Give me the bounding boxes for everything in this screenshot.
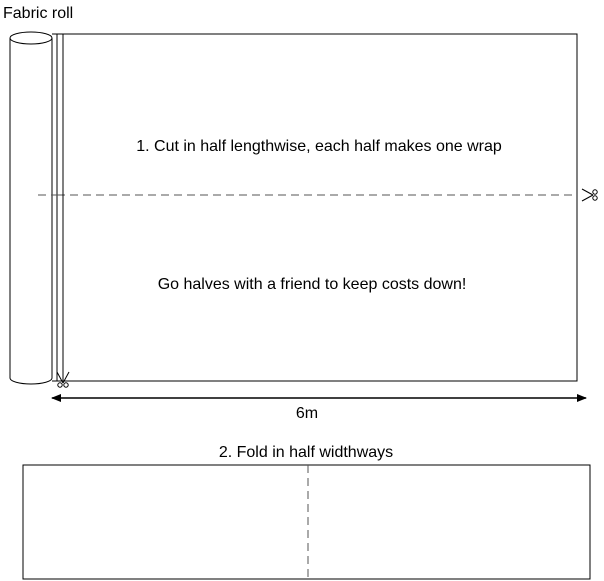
folded-wrap xyxy=(22,464,591,580)
tip-text: Go halves with a friend to keep costs do… xyxy=(158,276,467,293)
step1-instruction: 1. Cut in half lengthwise, each half mak… xyxy=(136,138,502,155)
fabric-roll-label: Fabric roll xyxy=(3,5,73,22)
scissors-icon xyxy=(581,188,598,202)
fabric-roll xyxy=(9,31,57,385)
fabric-sheet xyxy=(56,33,578,382)
length-label: 6m xyxy=(296,405,318,422)
scissors-icon xyxy=(56,371,70,388)
step2-instruction: 2. Fold in half widthways xyxy=(219,444,393,461)
